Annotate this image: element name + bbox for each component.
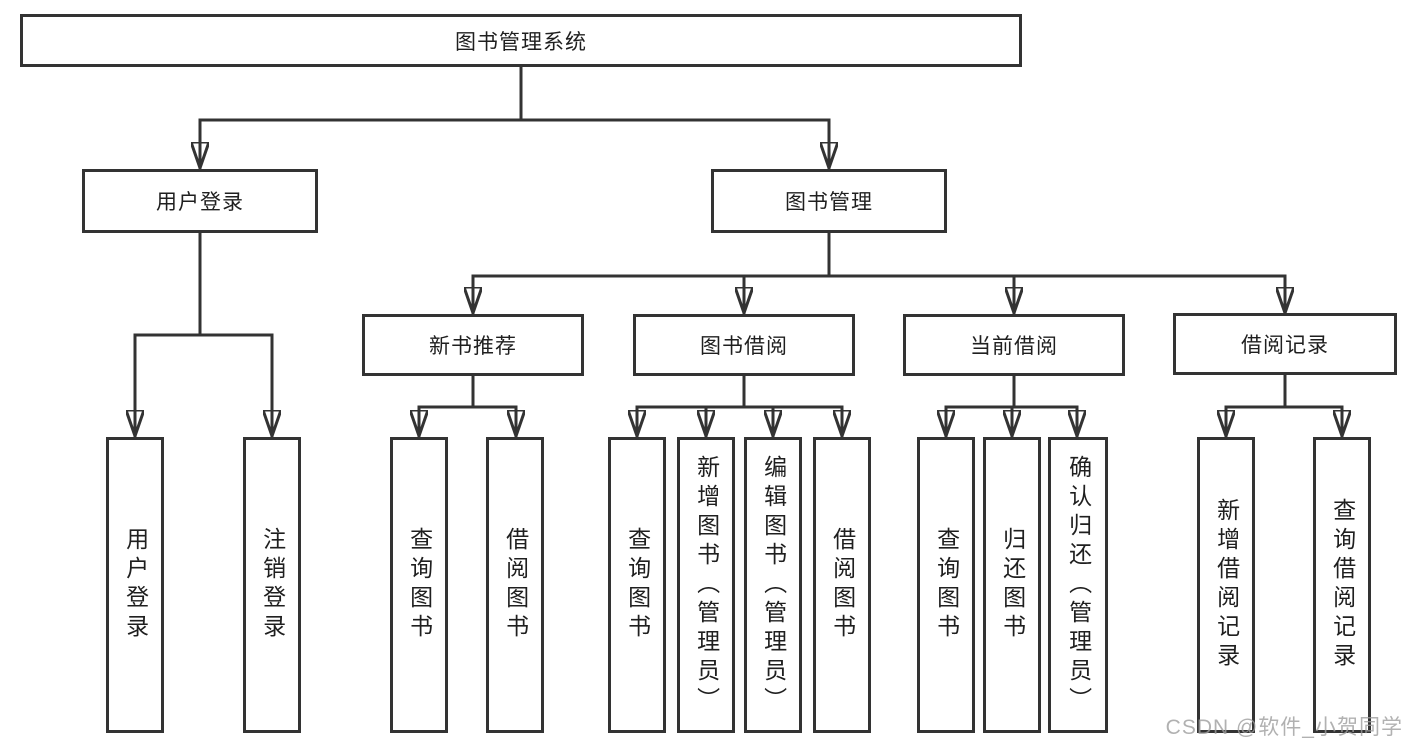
node-user-login: 用户登录 — [82, 169, 318, 233]
leaf-borrow-books: 借阅图书 — [813, 437, 871, 733]
leaf-recommend-borrow-books: 借阅图书 — [486, 437, 544, 733]
leaf-confirm-return-admin: 确认归还（管理员） — [1048, 437, 1108, 733]
leaf-user-login: 用户登录 — [106, 437, 164, 733]
node-borrow-records: 借阅记录 — [1173, 313, 1397, 375]
leaf-query-borrow-record: 查询借阅记录 — [1313, 437, 1371, 733]
node-book-management: 图书管理 — [711, 169, 947, 233]
leaf-edit-books-admin: 编辑图书（管理员） — [744, 437, 802, 733]
leaf-add-borrow-record: 新增借阅记录 — [1197, 437, 1255, 733]
leaf-add-books-admin: 新增图书（管理员） — [677, 437, 735, 733]
leaf-return-books: 归还图书 — [983, 437, 1041, 733]
node-book-borrow: 图书借阅 — [633, 314, 855, 376]
node-root: 图书管理系统 — [20, 14, 1022, 67]
node-new-book-recommend: 新书推荐 — [362, 314, 584, 376]
node-current-borrow: 当前借阅 — [903, 314, 1125, 376]
leaf-logout: 注销登录 — [243, 437, 301, 733]
leaf-current-query-books: 查询图书 — [917, 437, 975, 733]
leaf-borrow-query-books: 查询图书 — [608, 437, 666, 733]
csdn-watermark: CSDN @软件_小贺同学 — [1165, 716, 1403, 739]
leaf-recommend-query-books: 查询图书 — [390, 437, 448, 733]
